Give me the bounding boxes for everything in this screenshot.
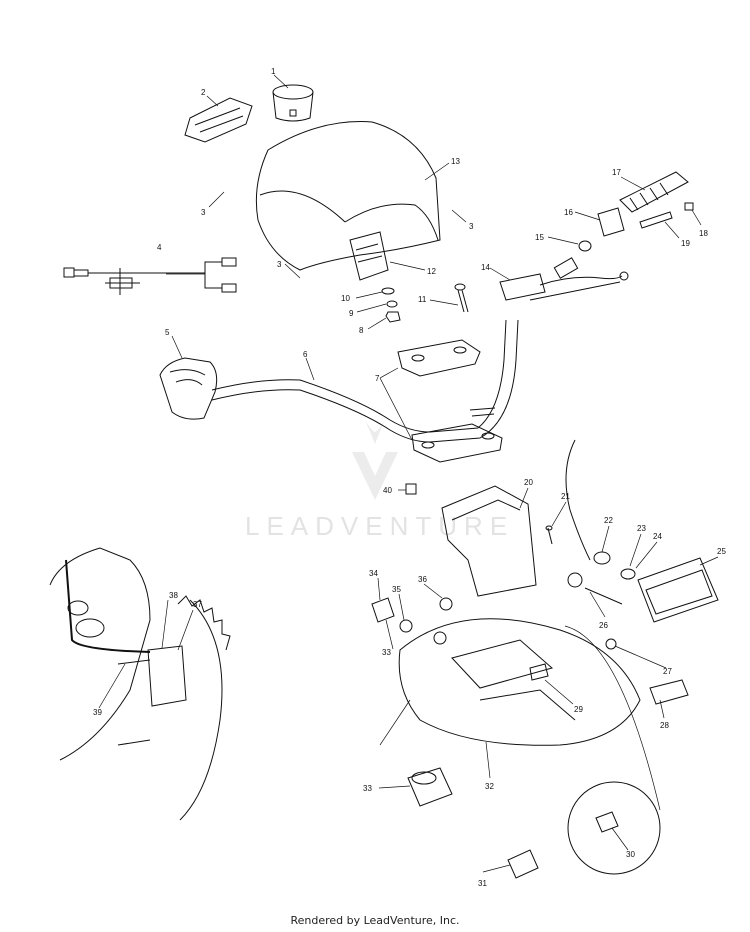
part-headlight-pod — [255, 121, 441, 271]
part-bolt — [454, 283, 469, 313]
callout-29: 29 — [574, 705, 583, 714]
footer-credit: Rendered by LeadVenture, Inc. — [290, 914, 460, 927]
callout-33-a: 33 — [363, 784, 372, 793]
part-switches — [371, 597, 453, 807]
part-steering-bracket — [441, 485, 537, 597]
callout-18: 18 — [699, 229, 708, 238]
callout-38: 38 — [169, 591, 178, 600]
callout-1: 1 — [271, 67, 276, 76]
part-screw — [545, 525, 553, 545]
callout-15: 15 — [535, 233, 544, 242]
callout-39: 39 — [93, 708, 102, 717]
callout-28: 28 — [660, 721, 669, 730]
callout-20: 20 — [524, 478, 533, 487]
callout-7: 7 — [375, 374, 380, 383]
callout-27: 27 — [663, 667, 672, 676]
callout-40: 40 — [383, 486, 392, 495]
part-indicator-panel — [184, 97, 253, 143]
part-wiring-harness — [63, 257, 237, 295]
callout-9: 9 — [349, 309, 354, 318]
callout-31: 31 — [478, 879, 487, 888]
callout-34: 34 — [369, 569, 378, 578]
part-headlight — [637, 557, 719, 623]
callout-13: 13 — [451, 157, 460, 166]
part-lower-clamp — [411, 423, 503, 463]
callout-35: 35 — [392, 585, 401, 594]
callout-4: 4 — [157, 243, 162, 252]
callout-23: 23 — [637, 524, 646, 533]
part-upper-clamp — [397, 339, 481, 377]
callout-33-b: 33 — [382, 648, 391, 657]
callout-14: 14 — [481, 263, 490, 272]
callout-37: 37 — [193, 600, 202, 609]
part-small-parts — [529, 638, 689, 705]
part-nut-plate — [405, 483, 417, 495]
part-switch-housing — [159, 357, 218, 420]
callout-16: 16 — [564, 208, 573, 217]
callout-12: 12 — [427, 267, 436, 276]
callout-21: 21 — [561, 492, 570, 501]
part-brake-detail — [49, 547, 231, 821]
part-pod-bracket — [349, 231, 389, 281]
part-gauge — [272, 84, 314, 122]
part-headlight-adjuster — [565, 439, 636, 605]
callout-24: 24 — [653, 532, 662, 541]
callout-3-b: 3 — [277, 260, 282, 269]
part-handlebar — [211, 319, 519, 443]
callout-6: 6 — [303, 350, 308, 359]
callout-2: 2 — [201, 88, 206, 97]
callout-36: 36 — [418, 575, 427, 584]
callout-10: 10 — [341, 294, 350, 303]
part-master-cylinder — [499, 257, 629, 301]
leader-lines — [98, 74, 719, 873]
callout-19: 19 — [681, 239, 690, 248]
callout-17: 17 — [612, 168, 621, 177]
part-washers — [381, 287, 401, 323]
callout-30: 30 — [626, 850, 635, 859]
part-throttle-group — [578, 171, 694, 252]
part-lower-body — [398, 618, 641, 746]
callout-8: 8 — [359, 326, 364, 335]
callout-3-a: 3 — [201, 208, 206, 217]
callout-25: 25 — [717, 547, 726, 556]
part-detail-circle — [507, 781, 661, 879]
callout-3-c: 3 — [469, 222, 474, 231]
callout-22: 22 — [604, 516, 613, 525]
callout-5: 5 — [165, 328, 170, 337]
callout-11: 11 — [418, 295, 427, 304]
callout-labels: 1 2 3 3 3 4 5 6 7 8 9 10 11 12 13 14 15 … — [93, 67, 726, 888]
callout-32: 32 — [485, 782, 494, 791]
callout-26: 26 — [599, 621, 608, 630]
